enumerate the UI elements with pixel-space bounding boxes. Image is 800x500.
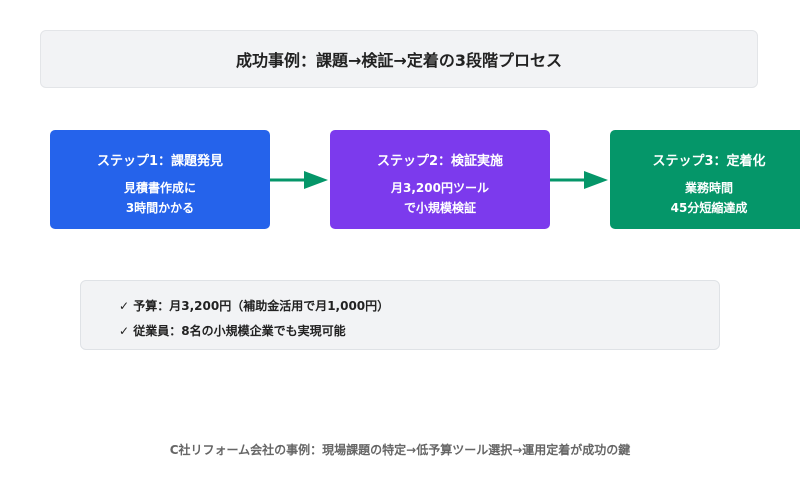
- step-3-title: ステップ3：定着化: [652, 154, 766, 169]
- note-budget: ✓ 予算：月3,200円（補助金活用で月1,000円）: [119, 299, 390, 313]
- title-box: 成功事例：課題→検証→定着の3段階プロセス: [40, 30, 758, 88]
- note-employees: ✓ 従業員：8名の小規模企業でも実現可能: [119, 324, 346, 338]
- arrow-step2-to-step3: [550, 171, 608, 189]
- arrow-step1-to-step2: [270, 171, 328, 189]
- step-2-description: 月3,200円ツール で小規模検証: [330, 178, 550, 218]
- step-1-description: 見積書作成に 3時間かかる: [50, 178, 270, 218]
- step-1-box: ステップ1：課題発見 見積書作成に 3時間かかる: [50, 130, 270, 229]
- step-3-line-1: 業務時間: [684, 181, 733, 195]
- step-1-title: ステップ1：課題発見: [96, 154, 224, 169]
- step-3-box: ステップ3：定着化 業務時間 45分短縮達成: [610, 130, 800, 229]
- step-2-box: ステップ2：検証実施 月3,200円ツール で小規模検証: [330, 130, 550, 229]
- step-1-line-1: 見積書作成に: [123, 181, 196, 195]
- step-1-line-2: 3時間かかる: [125, 201, 195, 215]
- diagram-title: 成功事例：課題→検証→定着の3段階プロセス: [236, 51, 562, 70]
- footer-caption: C社リフォーム会社の事例：現場課題の特定→低予算ツール選択→運用定着が成功の鍵: [169, 443, 631, 457]
- step-2-title: ステップ2：検証実施: [376, 154, 504, 169]
- step-3-line-2: 45分短縮達成: [670, 201, 748, 215]
- step-2-line-1: 月3,200円ツール: [391, 181, 489, 195]
- step-2-line-2: で小規模検証: [403, 201, 476, 215]
- notes-box: ✓ 予算：月3,200円（補助金活用で月1,000円） ✓ 従業員：8名の小規模…: [80, 280, 720, 350]
- step-3-description: 業務時間 45分短縮達成: [610, 178, 800, 218]
